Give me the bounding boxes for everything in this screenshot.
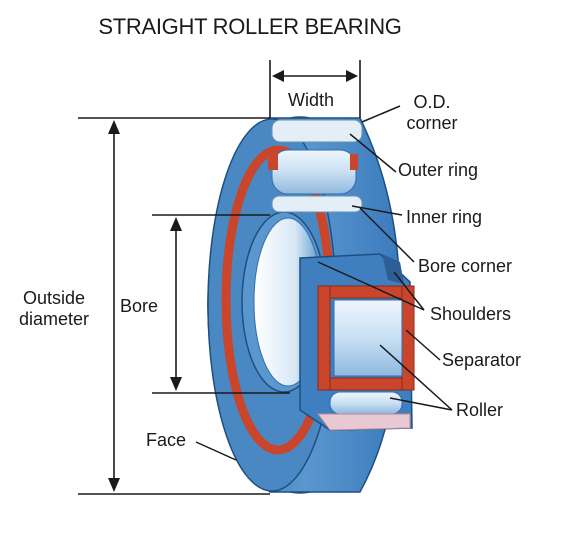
label-bore-corner: Bore corner (418, 256, 513, 276)
label-outside-diameter-line2: diameter (18, 309, 90, 329)
label-od-corner-line2: corner (406, 113, 458, 133)
top-roller (268, 119, 363, 213)
label-roller: Roller (456, 400, 504, 420)
label-outside-diameter: Outside diameter (8, 288, 100, 330)
label-bore: Bore (120, 296, 159, 316)
outside-diameter-dimension (78, 117, 270, 495)
diagram-title: STRAIGHT ROLLER BEARING (98, 14, 402, 39)
label-width: Width (288, 90, 335, 110)
bore-dimension (152, 214, 290, 394)
label-od-corner-line1: O.D. (413, 92, 451, 112)
label-outside-diameter-line1: Outside (22, 288, 86, 308)
label-separator: Separator (442, 350, 522, 370)
label-outer-ring: Outer ring (398, 160, 479, 180)
cutaway-section (299, 253, 415, 431)
leader-lines (195, 105, 453, 461)
label-face: Face (146, 430, 187, 450)
label-inner-ring: Inner ring (406, 207, 483, 227)
label-shoulders: Shoulders (430, 304, 512, 324)
label-od-corner: O.D. corner (402, 92, 462, 134)
width-dimension (269, 60, 361, 118)
